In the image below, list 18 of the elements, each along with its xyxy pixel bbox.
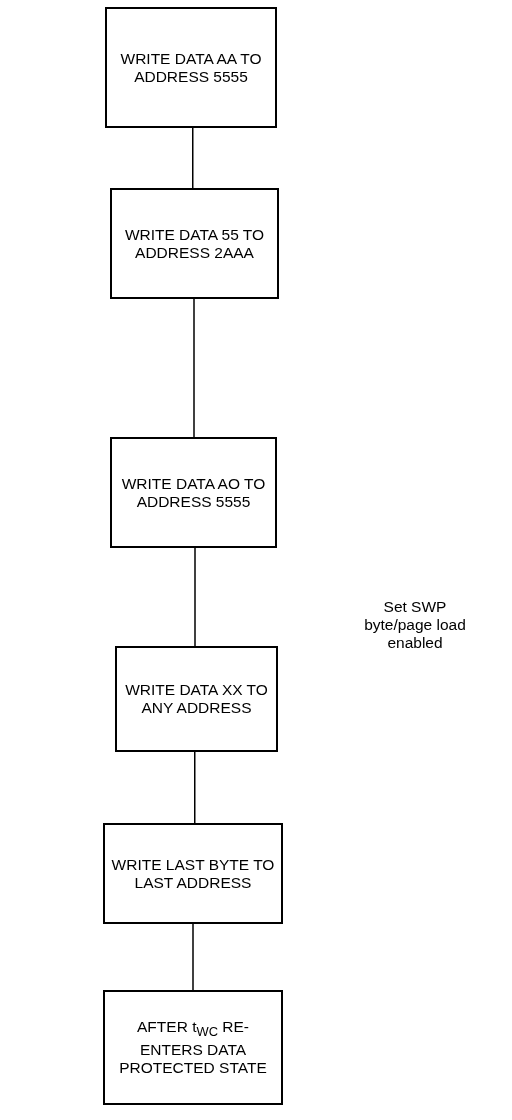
process-box bbox=[110, 188, 279, 299]
connector-line bbox=[194, 547, 196, 647]
process-box bbox=[110, 437, 277, 548]
connector-line bbox=[194, 751, 196, 824]
process-box bbox=[103, 990, 283, 1105]
step-text: WRITE DATA AA TO ADDRESS 5555 bbox=[119, 49, 263, 86]
connector-line bbox=[193, 298, 195, 438]
process-box bbox=[115, 646, 278, 752]
step-text: WRITE DATA XX TO ANY ADDRESS bbox=[124, 681, 269, 717]
step-text: WRITE LAST BYTE TO LAST ADDRESS bbox=[111, 855, 275, 892]
connector-line bbox=[192, 127, 194, 189]
process-box bbox=[105, 7, 277, 128]
step-text: WRITE DATA AO TO ADDRESS 5555 bbox=[120, 474, 267, 511]
note-text: Set SWP byte/page load enabled bbox=[363, 598, 467, 652]
step-text: WRITE DATA 55 TO ADDRESS 2AAA bbox=[123, 225, 266, 262]
process-box bbox=[103, 823, 283, 924]
connector-line bbox=[192, 923, 194, 991]
step-text: AFTER t$_{WC}$ RE-ENTERS DATA PROTECTED STATE bbox=[118, 1017, 268, 1078]
